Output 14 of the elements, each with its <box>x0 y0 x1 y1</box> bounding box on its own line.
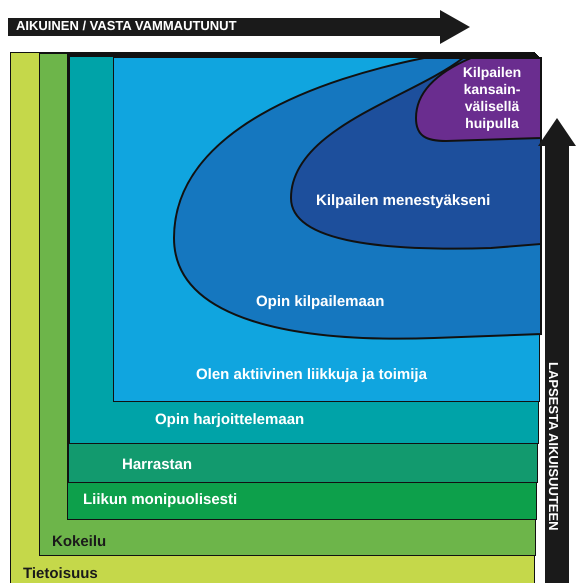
region-label: Opin kilpailemaan <box>256 293 384 310</box>
region-label: Kilpailen menestyäkseni <box>316 192 490 209</box>
arrow-label: AIKUINEN / VASTA VAMMAUTUNUT <box>16 18 237 33</box>
region-label: Liikun monipuolisesti <box>83 491 238 508</box>
curved-region <box>174 58 541 341</box>
region-label: Olen aktiivinen liikkuja ja toimija <box>196 366 427 383</box>
region-label: Opin harjoittelemaan <box>155 411 304 428</box>
arrow-label: LAPSESTA AIKUISUUTEEN <box>546 362 561 531</box>
region-label: Harrastan <box>122 456 192 473</box>
nested-region <box>113 57 540 402</box>
curved-region <box>291 58 541 251</box>
region-label: Kokeilu <box>52 533 106 550</box>
region-label: Kilpailen kansain-välisellä huipulla <box>462 64 522 132</box>
region-label: Tietoisuus <box>23 565 98 582</box>
